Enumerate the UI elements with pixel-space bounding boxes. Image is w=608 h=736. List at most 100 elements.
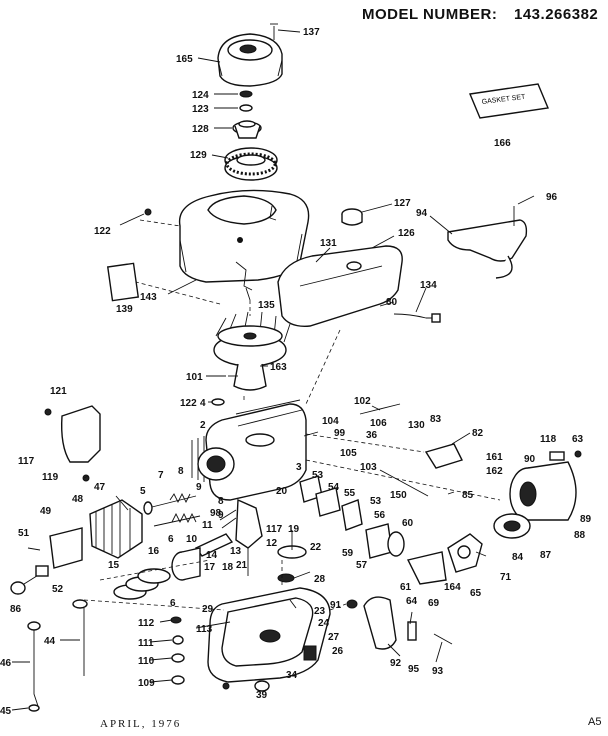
date-stamp: APRIL, 1976 (100, 718, 182, 730)
seal-39 (254, 680, 270, 692)
part-label: 61 (400, 582, 412, 593)
part-label: 39 (256, 690, 268, 701)
part-label: 128 (192, 124, 209, 135)
part-label: 48 (72, 494, 84, 505)
screw-122-top (144, 208, 152, 216)
part-label: 36 (366, 430, 378, 441)
part-number-labels: 137 165 124 123 128 129 166 122 127 96 9… (0, 27, 592, 717)
part-60 (387, 531, 405, 557)
part-label: 64 (406, 596, 418, 607)
washer-4 (211, 398, 225, 406)
part-label: 91 (330, 600, 342, 611)
muffler-90 (509, 461, 577, 521)
part-label: 3 (296, 462, 302, 473)
model-number-label: MODEL NUMBER: (362, 6, 498, 23)
air-cleaner-87 (493, 513, 531, 539)
part-label: 165 (176, 54, 193, 65)
bracket-117 (60, 405, 101, 463)
gasket-55 (315, 487, 341, 517)
fuel-line-clip-134 (431, 313, 441, 323)
part-label: 53 (370, 496, 382, 507)
rod-106 (359, 403, 401, 415)
part-label: 2 (200, 420, 206, 431)
model-number-value: 143.266382 (514, 6, 599, 23)
part-label: 47 (94, 482, 106, 493)
part-label: 122 (94, 226, 111, 237)
bracket-94 (447, 219, 528, 262)
part-label: 27 (328, 632, 340, 643)
part-label: 53 (312, 470, 324, 481)
part-label: 8 (218, 496, 224, 507)
part-label: 69 (428, 598, 440, 609)
gasket-set-166: GASKET SET (469, 83, 549, 119)
part-label: 46 (0, 658, 12, 669)
part-label: 162 (486, 466, 503, 477)
part-112 (170, 616, 182, 624)
plug-109 (171, 675, 185, 685)
part-label: 19 (288, 524, 300, 535)
intake-61 (406, 551, 447, 585)
blower-cover-165 (217, 33, 283, 87)
plug-111 (172, 635, 184, 645)
part-label: 90 (524, 454, 536, 465)
part-label: 87 (540, 550, 552, 561)
part-label: 139 (116, 304, 133, 315)
piston-rings-15 (113, 568, 171, 600)
part-label: 6 (168, 534, 174, 545)
part-label: 44 (44, 636, 56, 647)
part-label: 88 (574, 530, 586, 541)
part-label: 111 (138, 638, 154, 649)
part-label: 12 (266, 538, 278, 549)
part-label: 56 (374, 510, 386, 521)
part-118 (549, 451, 565, 461)
link-150 (379, 469, 429, 497)
carburetor-164 (447, 533, 483, 573)
part-label: 135 (258, 300, 275, 311)
part-label: 83 (430, 414, 442, 425)
part-label: 63 (572, 434, 584, 445)
part-label: 150 (390, 490, 407, 501)
part-label: 113 (196, 624, 213, 635)
part-label: 85 (462, 490, 474, 501)
part-label: 103 (360, 462, 377, 473)
part-label: 143 (140, 292, 157, 303)
part-label: 15 (108, 560, 120, 571)
part-label: 118 (540, 434, 557, 445)
part-label: 121 (50, 386, 67, 397)
part-label: 89 (580, 514, 592, 525)
crankshaft-98 (219, 498, 263, 576)
part-label: 13 (230, 546, 242, 557)
part-label: 4 (200, 398, 206, 409)
part-91 (346, 599, 358, 609)
part-label: 166 (494, 138, 511, 149)
part-label: 34 (286, 670, 298, 681)
part-label: 54 (328, 482, 340, 493)
rotating-screen-129 (224, 147, 278, 181)
part-label: 23 (314, 606, 326, 617)
part-label: 24 (318, 618, 330, 629)
part-63 (574, 450, 582, 458)
bracket-95 (407, 621, 417, 641)
part-label: 102 (354, 396, 371, 407)
piston-14 (171, 547, 201, 581)
part-label: 18 (222, 562, 234, 573)
nut-124 (239, 90, 253, 98)
gasket-56 (341, 499, 363, 531)
part-label: 104 (322, 416, 339, 427)
washer-123 (239, 104, 253, 112)
governor-24 (303, 645, 317, 661)
part-label: 110 (138, 656, 155, 667)
part-label: 21 (236, 560, 248, 571)
part-label: 95 (408, 664, 420, 675)
part-label: 164 (444, 582, 461, 593)
part-label: 163 (270, 362, 287, 373)
clip-45 (28, 704, 40, 712)
part-label: 51 (18, 528, 30, 539)
valve-spring-8 (153, 512, 201, 527)
part-label: 52 (52, 584, 64, 595)
part-label: 57 (356, 560, 368, 571)
part-label: 119 (42, 472, 59, 483)
control-82 (424, 443, 463, 469)
fuel-line-134 (393, 313, 438, 319)
